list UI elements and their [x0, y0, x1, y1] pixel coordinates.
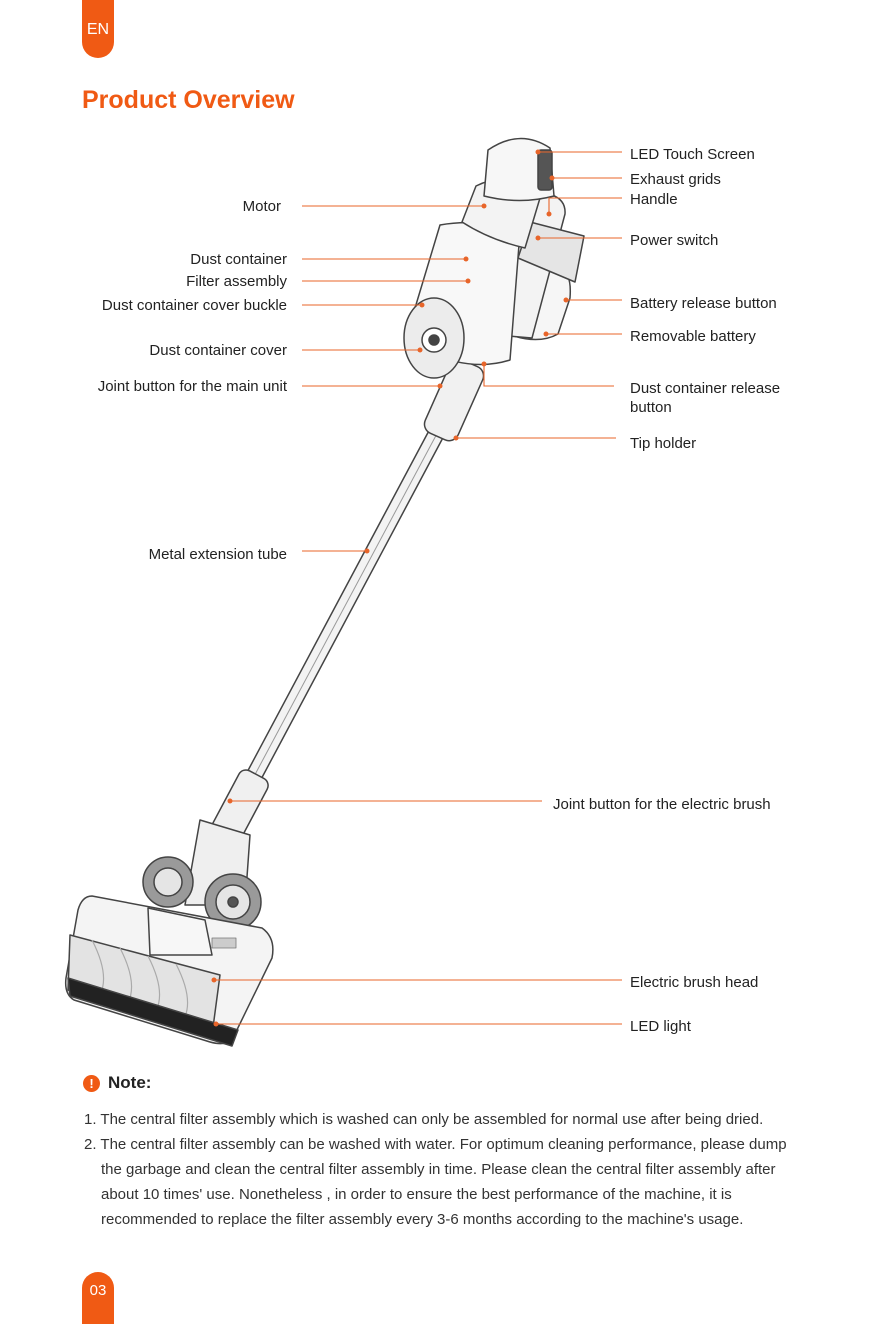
label-handle: Handle — [630, 190, 678, 209]
label-joint-main-unit: Joint button for the main unit — [98, 377, 287, 396]
label-cover-buckle: Dust container cover buckle — [102, 296, 287, 315]
label-led-light: LED light — [630, 1017, 691, 1036]
label-joint-electric-brush: Joint button for the electric brush — [553, 795, 771, 814]
label-exhaust-grids: Exhaust grids — [630, 170, 721, 189]
label-motor: Motor — [243, 197, 281, 216]
note-header: ! Note: — [83, 1073, 151, 1093]
note-label: Note: — [108, 1073, 151, 1093]
exhaust-grids — [538, 150, 552, 190]
label-dust-container-release: Dust container release button — [630, 379, 800, 417]
label-dust-container-cover: Dust container cover — [149, 341, 287, 360]
label-filter-assembly: Filter assembly — [186, 272, 287, 291]
label-dust-container: Dust container — [190, 250, 287, 269]
label-removable-battery: Removable battery — [630, 327, 756, 346]
brush-cover — [148, 908, 212, 955]
label-tip-holder: Tip holder — [630, 434, 696, 453]
vacuum-illustration — [66, 138, 584, 1046]
label-extension-tube: Metal extension tube — [149, 545, 287, 564]
page-number-tab: 03 — [82, 1272, 114, 1324]
note-list: 1. The central filter assembly which is … — [84, 1107, 804, 1232]
label-electric-brush-head: Electric brush head — [630, 973, 758, 992]
label-power-switch: Power switch — [630, 231, 718, 250]
exclamation-icon: ! — [83, 1075, 100, 1092]
label-led-touch-screen: LED Touch Screen — [630, 145, 755, 164]
note-item: 2. The central filter assembly can be wa… — [84, 1132, 804, 1232]
note-item: 1. The central filter assembly which is … — [84, 1107, 804, 1132]
label-battery-release: Battery release button — [630, 294, 777, 313]
